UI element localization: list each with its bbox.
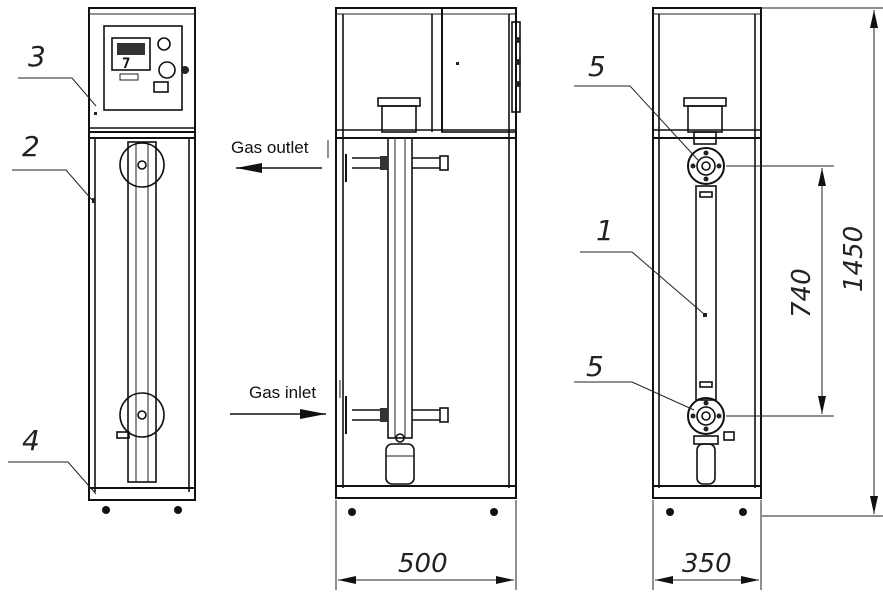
bottom-vessel-back: [696, 443, 716, 485]
wheel: [490, 508, 498, 516]
dimension-width-side: [335, 500, 517, 590]
top-vessel-rim: [377, 97, 421, 107]
column-tube-front: [127, 141, 157, 483]
wheel: [666, 508, 674, 516]
dim-500: 500: [398, 549, 448, 579]
gas-outlet-arrow: [236, 163, 322, 173]
bottom-vessel: [385, 443, 415, 485]
label-part-5-top: 5: [588, 50, 606, 83]
flange-top-back: [687, 147, 725, 185]
front-base: [88, 487, 196, 501]
dimension-total-height: [762, 7, 883, 517]
control-box: [88, 7, 196, 133]
wheel: [174, 506, 182, 514]
dim-1450: 1450: [839, 226, 869, 292]
dim-740: 740: [787, 268, 817, 318]
control-box-side: [441, 7, 517, 133]
flange-bottom-back: [687, 397, 725, 435]
label-part-2: 2: [22, 130, 40, 163]
wheel: [102, 506, 110, 514]
gas-inlet-arrow: [230, 409, 326, 419]
side-base: [335, 485, 517, 499]
display-screen: [111, 37, 151, 71]
leaders: [8, 77, 705, 495]
side-frame: [335, 7, 517, 499]
knob-top: [157, 37, 171, 51]
wheel: [739, 508, 747, 516]
column-tube-back: [695, 185, 717, 401]
gas-inlet-label: Gas inlet: [249, 383, 316, 402]
front-view: 7: [88, 7, 196, 514]
dim-350: 350: [682, 549, 732, 579]
dimension-width-back: [652, 500, 762, 590]
wheel: [348, 508, 356, 516]
gas-outlet-label: Gas outlet: [231, 138, 309, 157]
column-tube-side: [387, 137, 413, 439]
flange-top-front: [119, 142, 165, 188]
flange-bottom-front: [119, 392, 165, 438]
top-vessel-rim-back: [683, 97, 727, 107]
label-part-3: 3: [28, 40, 46, 73]
knob-main: [158, 61, 176, 79]
back-view: [652, 7, 762, 516]
svg-text:7: 7: [122, 56, 130, 72]
label-part-5-bottom: 5: [586, 350, 604, 383]
label-part-4: 4: [22, 424, 40, 457]
dimension-flange-spacing: [726, 165, 834, 417]
side-view: [335, 7, 521, 516]
label-part-1: 1: [596, 214, 614, 247]
top-vessel: [381, 105, 417, 133]
